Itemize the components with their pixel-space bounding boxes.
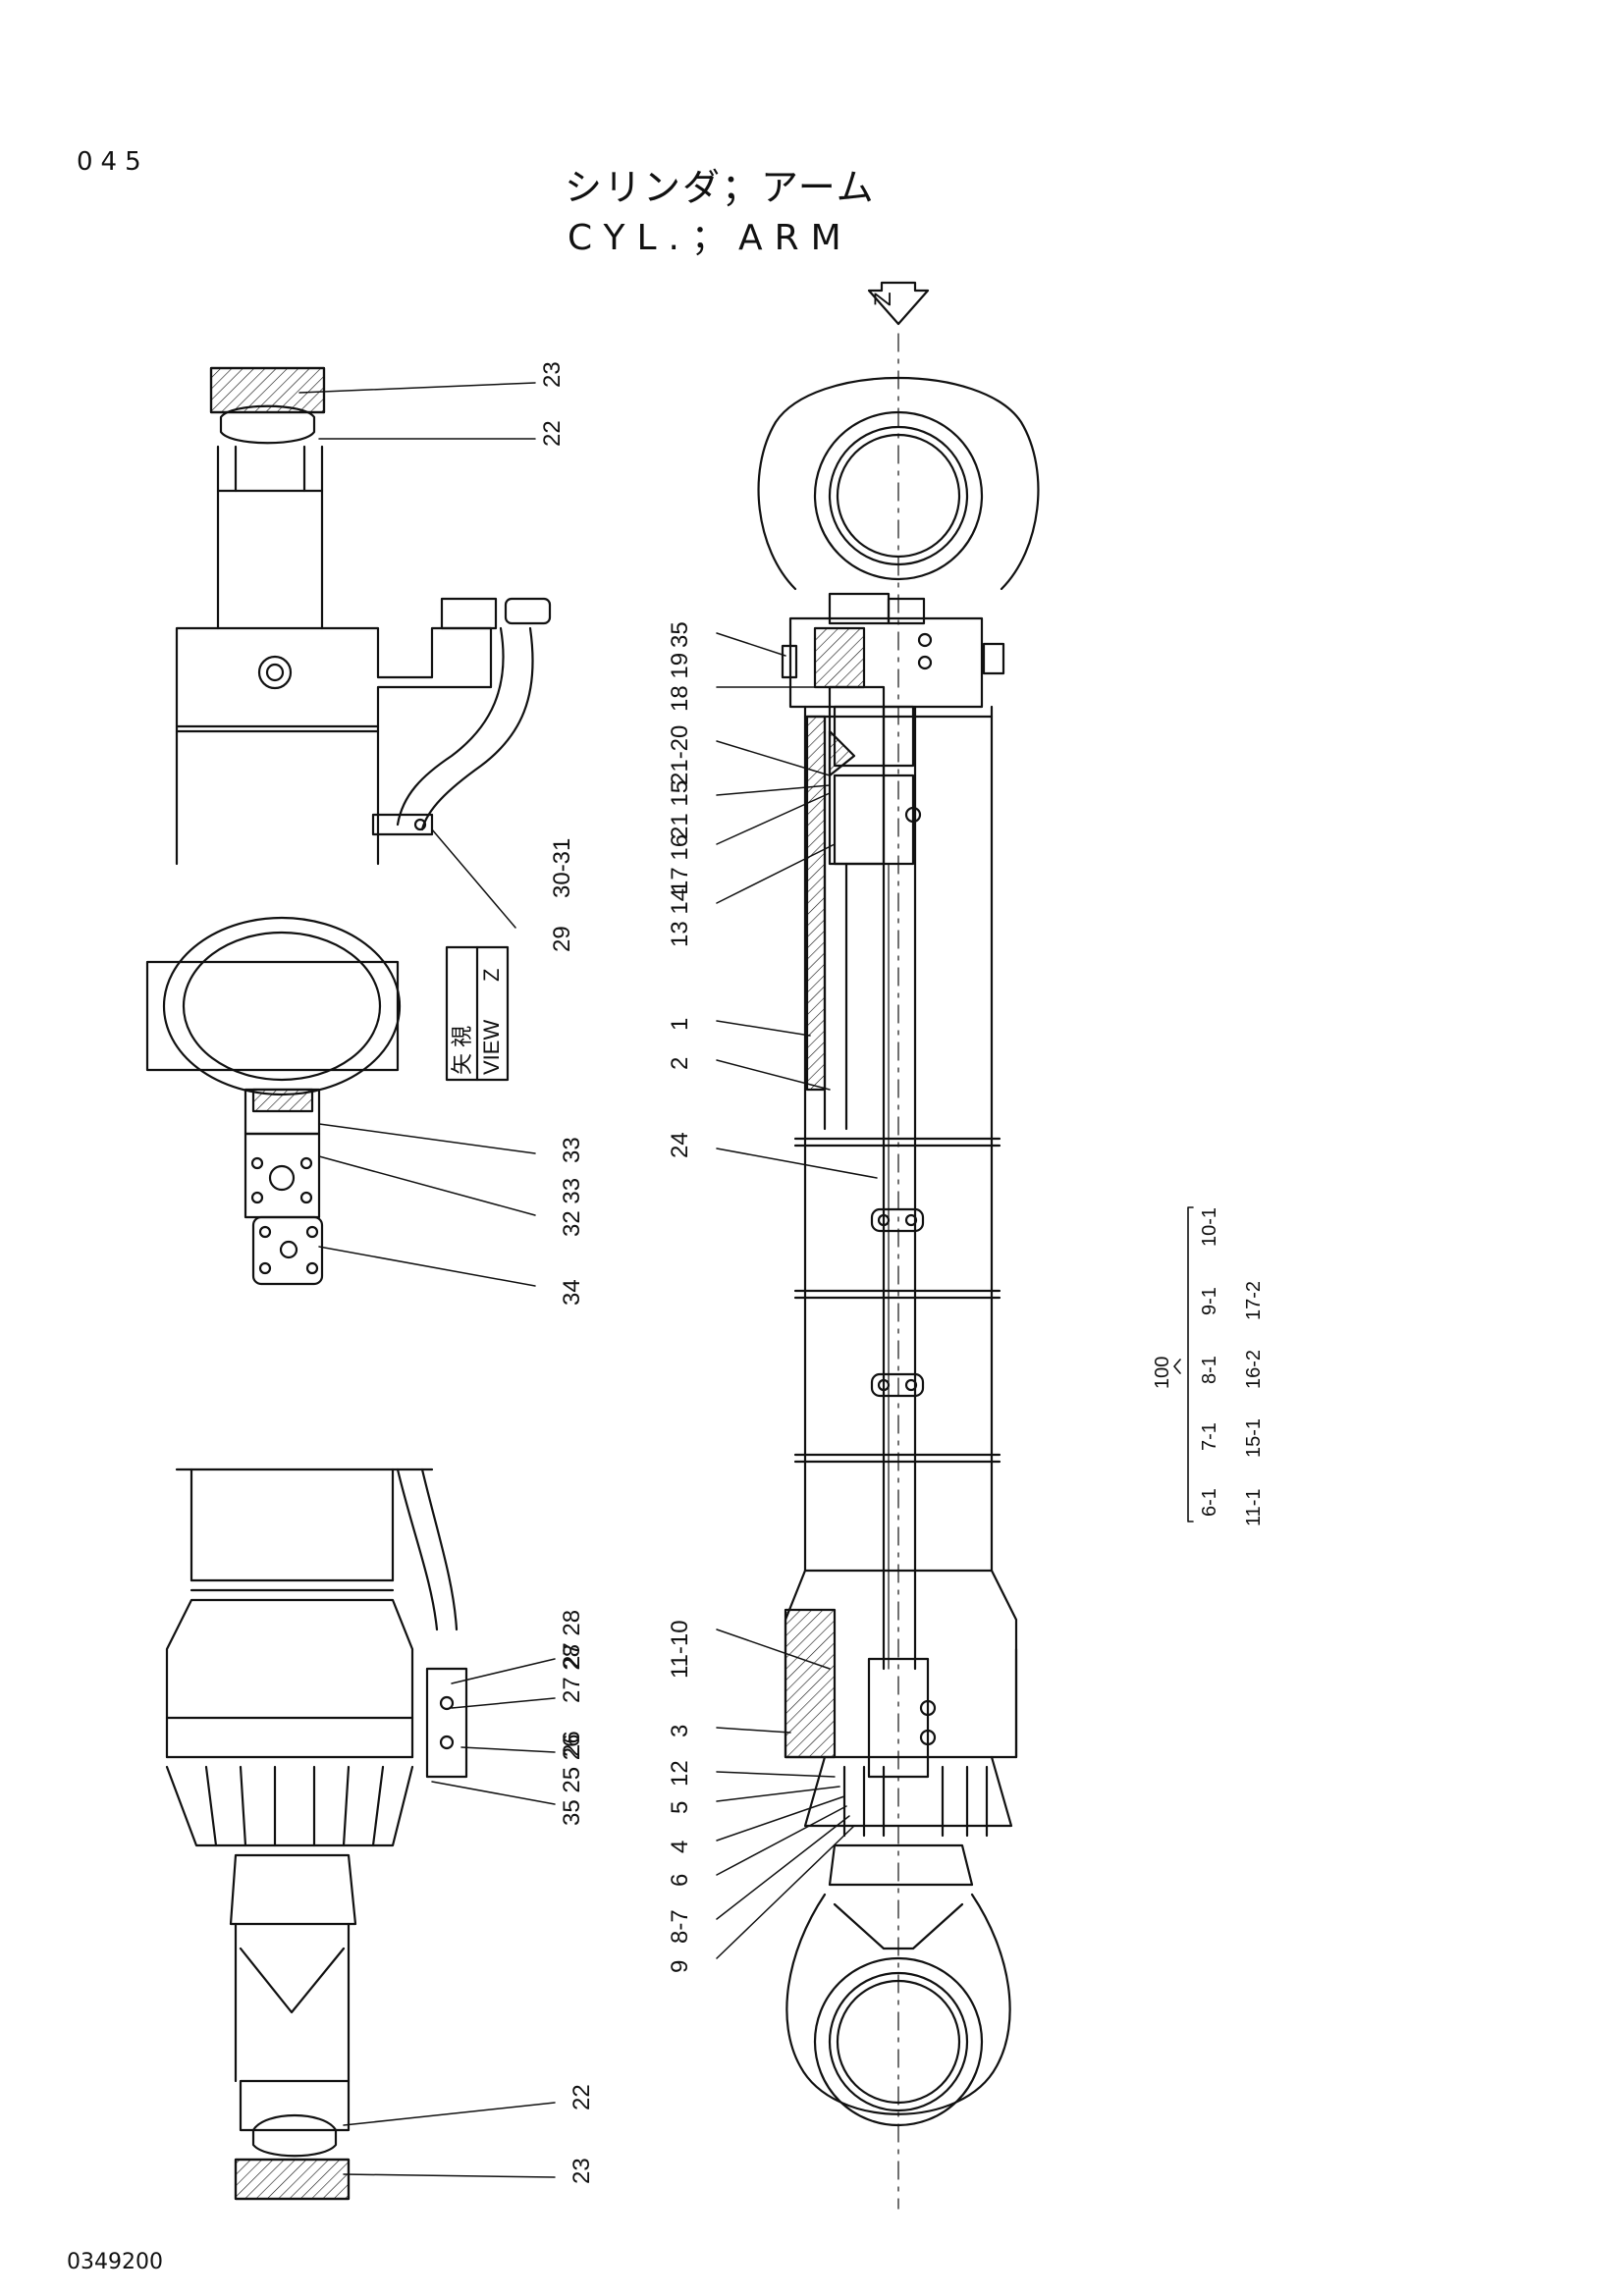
left-lower-detail — [165, 1468, 468, 2201]
callout-32-33: 32 33 — [559, 1178, 585, 1237]
main-cylinder — [757, 281, 1040, 2210]
view-z-detail — [145, 916, 510, 1286]
callout-8-7: 8-7 — [667, 1909, 693, 1944]
callout-21-15: 21 15 — [667, 780, 693, 839]
kit-item-6-1: 6-1 — [1199, 1488, 1220, 1517]
callout-35-main: 35 — [667, 621, 693, 648]
callout-29: 29 — [549, 926, 575, 952]
view-z-arrow-icon — [867, 281, 930, 326]
kit-item-15-1: 15-1 — [1243, 1418, 1265, 1458]
callout-labels: 23 22 30-31 29 33 32 33 34 27 28 27 28 2… — [450, 292, 896, 2184]
kit-item-9-1: 9-1 — [1199, 1287, 1220, 1315]
callout-22-top: 22 — [539, 420, 566, 447]
callout-17-16: 17 16 — [667, 834, 693, 893]
callout-9: 9 — [667, 1960, 693, 1973]
kit-label-100: 100 — [1152, 1357, 1173, 1389]
callout-13-14: 13 14 — [667, 888, 693, 947]
view-label-letter: Z — [479, 969, 504, 982]
callout-35-25-26: 35 25 26 — [559, 1735, 585, 1826]
callout-6: 6 — [667, 1874, 693, 1887]
callout-18-19: 18 19 — [667, 653, 693, 712]
callout-11-10: 11-10 — [667, 1620, 693, 1679]
callout-26: 26 — [559, 1731, 585, 1757]
callout-33: 33 — [559, 1137, 585, 1163]
view-marker-letter: Z — [870, 292, 896, 306]
bottom-rod-eye — [785, 1893, 1011, 2127]
view-label-en: VIEW — [479, 1020, 504, 1075]
head-cover — [781, 592, 1005, 709]
callout-34: 34 — [559, 1279, 585, 1306]
callout-30-31: 30-31 — [549, 838, 575, 898]
document-code: 0349200 — [67, 2250, 163, 2274]
callout-22-bottom: 22 — [568, 2084, 595, 2110]
top-rod-eye — [757, 376, 1040, 591]
callout-12: 12 — [667, 1760, 693, 1787]
leader-lines — [298, 382, 878, 2178]
view-label-jp: 矢 視 — [450, 1026, 474, 1075]
callout-5: 5 — [667, 1801, 693, 1814]
page-number: 045 — [77, 147, 149, 177]
seal-kit-list: 100 6-1 7-1 8-1 9-1 10-1 11-1 15-1 16-2 … — [1152, 1207, 1265, 1526]
kit-bracket — [1173, 1206, 1194, 1522]
callout-1: 1 — [667, 1018, 693, 1031]
kit-item-16-2: 16-2 — [1243, 1350, 1265, 1389]
callout-21-20: 21-20 — [667, 725, 693, 785]
tube-bands — [793, 1137, 1001, 1464]
left-upper-detail — [175, 366, 552, 866]
callout-23-top: 23 — [539, 361, 566, 388]
kit-item-8-1: 8-1 — [1199, 1356, 1220, 1384]
pipe-clamps — [870, 1207, 925, 1398]
title-english: CYL.；ARM — [568, 218, 853, 258]
title-japanese: シリンダ；アーム — [565, 166, 876, 209]
kit-item-7-1: 7-1 — [1199, 1422, 1220, 1451]
rod-end-head — [784, 1569, 1018, 1887]
callout-27-28-b: 27 28 — [559, 1644, 585, 1703]
callout-2: 2 — [667, 1057, 693, 1070]
callout-3: 3 — [667, 1725, 693, 1737]
kit-item-11-1: 11-1 — [1243, 1488, 1265, 1526]
callout-24: 24 — [667, 1132, 693, 1158]
kit-item-10-1: 10-1 — [1199, 1207, 1220, 1247]
callout-4: 4 — [667, 1841, 693, 1853]
callout-27-28-a: 27 28 — [559, 1610, 585, 1669]
kit-item-17-2: 17-2 — [1243, 1281, 1265, 1320]
callout-23-bottom: 23 — [568, 2158, 595, 2184]
piston-rod — [882, 705, 917, 1671]
